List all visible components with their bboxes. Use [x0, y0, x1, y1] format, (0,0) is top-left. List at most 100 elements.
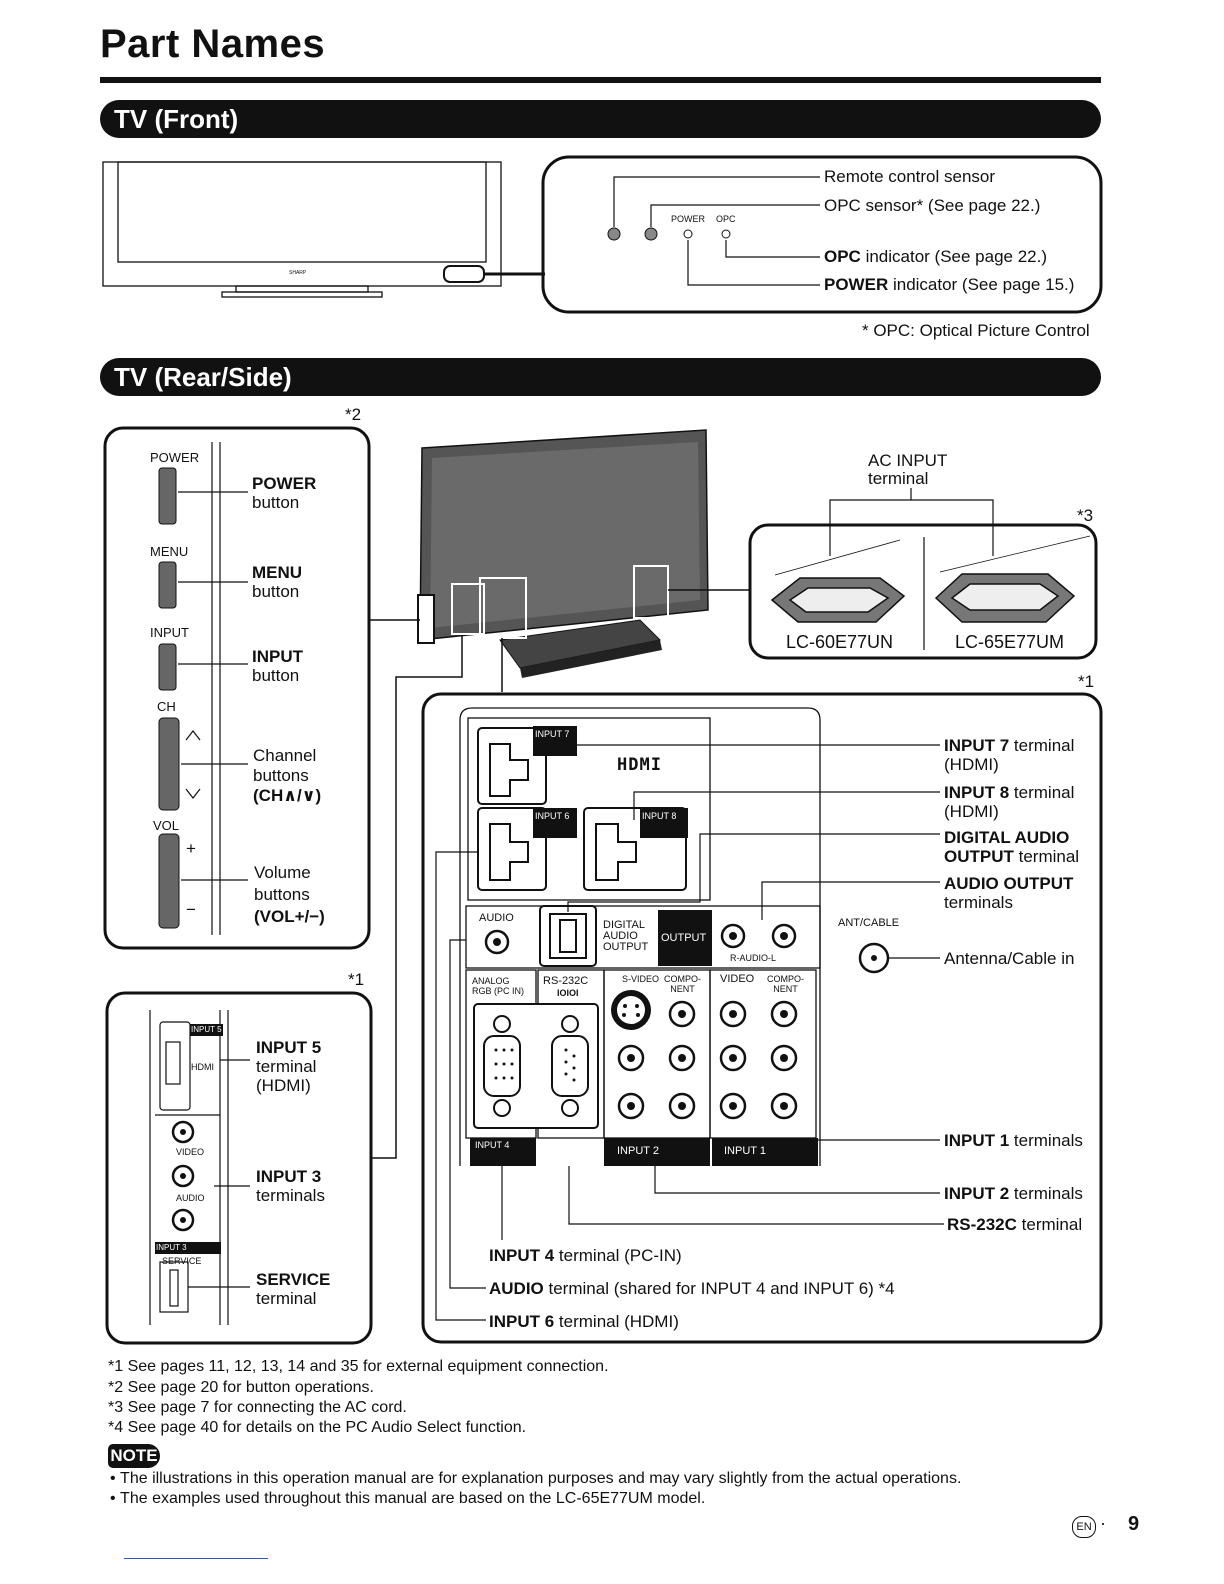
- mini-opc-label: OPC: [716, 214, 736, 224]
- rs232c-label: RS-232C terminal: [947, 1215, 1083, 1234]
- title-rule: [100, 77, 1101, 83]
- note-item: • The illustrations in this operation ma…: [110, 1470, 962, 1487]
- note-item: • The examples used throughout this manu…: [110, 1490, 706, 1507]
- front-sensors: [607, 227, 731, 241]
- footnote-2: *2 See page 20 for button operations.: [108, 1379, 374, 1396]
- side-button-leaders: [178, 491, 248, 881]
- footnote-4: *4 See page 40 for details on the PC Aud…: [108, 1419, 527, 1436]
- rs232c-small: RS-232C: [543, 975, 589, 987]
- page-number-dash: ·: [1100, 1513, 1106, 1533]
- input-button-small: INPUT: [150, 625, 189, 640]
- audio-shared-label: AUDIO terminal (shared for INPUT 4 and I…: [489, 1279, 895, 1298]
- side-buttons-panel: [103, 426, 371, 950]
- service-small: SERVICE: [162, 1256, 202, 1266]
- footnote-1: *1 See pages 11, 12, 13, 14 and 35 for e…: [108, 1358, 609, 1375]
- side-button-bodies: [158, 467, 180, 929]
- tv-front-illustration: [102, 161, 545, 298]
- ant-cable-small: ANT/CABLE: [838, 917, 900, 929]
- side-rca-jacks: [171, 1120, 195, 1232]
- front-callout-panel: [541, 155, 1103, 314]
- video-small: VIDEO: [176, 1147, 205, 1157]
- remote-sensor-label: Remote control sensor: [824, 167, 996, 186]
- input2-label: INPUT 2 terminals: [944, 1184, 1083, 1203]
- antenna-label: Antenna/Cable in: [944, 949, 1075, 968]
- star2-mark: *2: [345, 405, 362, 424]
- input8-label: INPUT 8 terminal(HDMI): [944, 783, 1075, 821]
- input8-small: INPUT 8: [642, 811, 677, 821]
- star1-right-mark: *1: [1078, 672, 1095, 691]
- vol-small: VOL: [153, 818, 180, 833]
- ac-input-panel: [748, 523, 1098, 660]
- rear-callout-leaders: [435, 744, 944, 1321]
- page-number: 9: [1128, 1513, 1140, 1535]
- r-audio-l: R-AUDIO-L: [730, 953, 777, 963]
- svideo-small: S-VIDEO: [622, 974, 660, 984]
- rear-terminals-panel: [421, 692, 1103, 1344]
- input7-label: INPUT 7 terminal(HDMI): [944, 736, 1075, 774]
- power-indicator-label: POWER indicator (See page 15.): [824, 275, 1075, 294]
- input4-label: INPUT 4 terminal (PC-IN): [489, 1246, 682, 1265]
- vol-minus: −: [186, 900, 196, 919]
- input4-small: INPUT 4: [475, 1140, 510, 1150]
- side-terminals-panel: [105, 991, 373, 1345]
- decorative-rule: [124, 1558, 268, 1559]
- menu-button-small: MENU: [150, 544, 189, 559]
- audio-small: AUDIO: [176, 1193, 205, 1203]
- output-small: OUTPUT: [661, 932, 707, 944]
- section-header-front: TV (Front): [100, 100, 1101, 138]
- rs232c-glyph: IOIOI: [557, 988, 579, 998]
- rear-leaders: [369, 589, 750, 1159]
- model-60-label: LC-60E77UN: [786, 632, 894, 652]
- hdmi-small: HDMI: [191, 1062, 214, 1072]
- hdmi-connectors: [477, 727, 687, 891]
- input3-small: INPUT 3: [155, 1242, 221, 1254]
- star1-left-mark: *1: [348, 970, 365, 989]
- opc-indicator-label: OPC indicator (See page 22.): [824, 247, 1048, 266]
- vol-plus: +: [186, 839, 196, 858]
- ch-small: CH: [157, 699, 176, 714]
- hdmi-labels-bg: [470, 726, 818, 1166]
- component-small-1: COMPO-NENT: [664, 974, 701, 994]
- input7-small: INPUT 7: [535, 729, 570, 739]
- input1-label: INPUT 1 terminals: [944, 1131, 1083, 1150]
- power-button-small: POWER: [150, 450, 200, 465]
- opc-footnote: * OPC: Optical Picture Control: [862, 321, 1090, 340]
- audio-small-rear: AUDIO: [479, 912, 514, 924]
- dsub-connectors: [473, 1003, 599, 1129]
- mini-power-label: POWER: [671, 214, 706, 224]
- footnote-3: *3 See page 7 for connecting the AC cord…: [108, 1399, 407, 1416]
- video-small-rear: VIDEO: [720, 973, 755, 985]
- note-badge: NOTE: [108, 1444, 160, 1468]
- lang-badge: EN: [1072, 1516, 1096, 1538]
- input1-small: INPUT 1: [724, 1145, 766, 1157]
- star3-mark: *3: [1077, 506, 1094, 525]
- model-65-label: LC-65E77UM: [955, 632, 1065, 652]
- tv-brand: SHARP: [289, 270, 307, 276]
- page-title: Part Names: [100, 22, 326, 66]
- hdmi-logo: HDMI: [617, 755, 662, 775]
- front-leader-lines: [613, 176, 820, 286]
- opc-sensor-label: OPC sensor* (See page 22.): [824, 196, 1041, 215]
- ac-inlets: [770, 535, 1091, 623]
- tv-rear-illustration: [417, 429, 709, 678]
- input6-small: INPUT 6: [535, 811, 570, 821]
- component-small-2: COMPO-NENT: [767, 974, 804, 994]
- input2-small: INPUT 2: [617, 1145, 659, 1157]
- input6-label: INPUT 6 terminal (HDMI): [489, 1312, 679, 1331]
- optical-connector: [539, 905, 597, 967]
- input5-small: INPUT 5: [190, 1024, 223, 1036]
